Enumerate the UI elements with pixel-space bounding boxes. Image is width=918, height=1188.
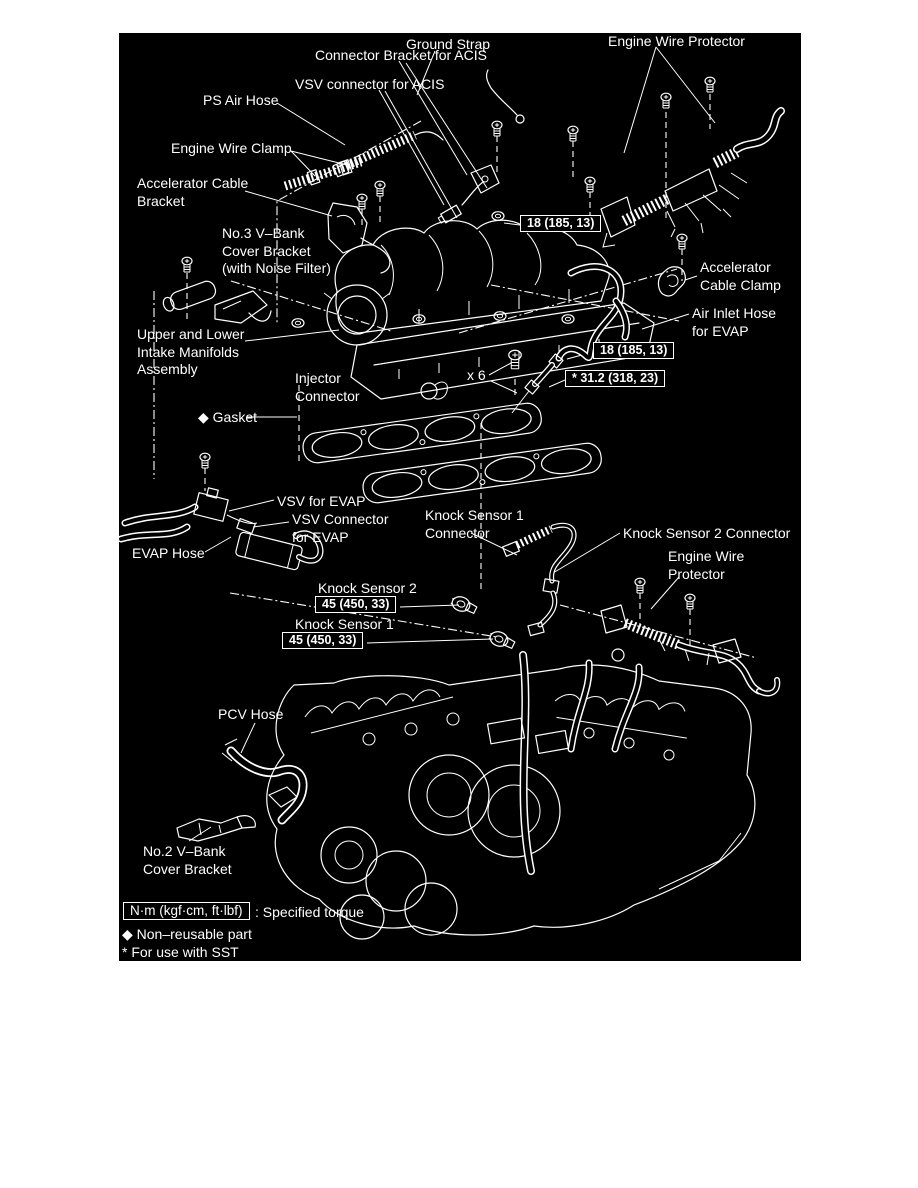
label-knock-sensor-1-connector: Knock Sensor 1 Connector (425, 507, 524, 541)
label-engine-wire-protector-lower: Engine Wire Protector (668, 548, 745, 582)
label-engine-wire-clamp: Engine Wire Clamp (171, 140, 292, 156)
label-air-inlet-hose-for-evap: Air Inlet Hose for EVAP (692, 305, 777, 339)
acis-connector-bracket-drawing (462, 165, 499, 205)
diagram-line-art (119, 33, 801, 961)
ground-strap-drawing (487, 70, 524, 123)
engine-wire-protector-top-drawing (601, 111, 781, 247)
label-pcv-hose: PCV Hose (218, 706, 284, 722)
engine-block-drawing (267, 649, 755, 939)
label-vsv-connector-for-evap: VSV Connector for EVAP (292, 511, 389, 545)
legend-torque-unit-box: N·m (kgf·cm, ft·lbf) (123, 902, 250, 920)
label-ps-air-hose: PS Air Hose (203, 92, 279, 108)
evap-vsv-assembly-drawing (121, 486, 321, 570)
torque-box-knock-sensor-1: 45 (450, 33) (282, 632, 364, 649)
label-knock-sensor-2: Knock Sensor 2 (318, 580, 417, 596)
accelerator-cable-bracket-drawing (328, 203, 390, 273)
label-engine-wire-protector-top: Engine Wire Protector (608, 33, 745, 49)
label-no2-v-bank-cover-bracket: No.2 V–Bank Cover Bracket (143, 843, 232, 877)
label-connector-bracket-for-acis: Connector Bracket for ACIS (315, 47, 487, 63)
label-evap-hose: EVAP Hose (132, 545, 205, 561)
torque-box-evap-union: * 31.2 (318, 23) (565, 370, 666, 387)
torque-box-knock-sensor-2: 45 (450, 33) (315, 596, 397, 613)
ps-air-hose-drawing (333, 132, 443, 177)
no3-v-bank-cover-bracket-drawing (161, 279, 271, 323)
label-no3-v-bank-cover-bracket: No.3 V–Bank Cover Bracket (with Noise Fi… (222, 225, 331, 277)
engine-wire-clamp-drawing (285, 160, 361, 186)
label-ground-strap: Ground Strap (406, 36, 491, 52)
torque-box-air-inlet: 18 (185, 13) (593, 342, 675, 359)
engine-intake-diagram: Connector Bracket for ACIS Ground Strap … (119, 33, 801, 961)
torque-box-manifold: 18 (185, 13) (520, 215, 602, 232)
injector-connector-drawing (421, 382, 447, 399)
label-accelerator-cable-bracket: Accelerator Cable Bracket (137, 175, 249, 209)
label-accelerator-cable-clamp: Accelerator Cable Clamp (700, 259, 781, 293)
knock-sensor-wire-drawings (503, 525, 574, 635)
accelerator-cable-clamp-drawing (658, 267, 685, 296)
label-gasket: ◆ Gasket (198, 409, 258, 425)
legend-torque-note: : Specified torque (255, 904, 364, 920)
label-injector-quantity: x 6 (467, 367, 486, 383)
air-inlet-hose-evap-drawing (512, 267, 627, 413)
gasket-drawings (301, 401, 603, 504)
engine-wire-protector-lower-drawing (601, 605, 777, 693)
legend-sst-note: * For use with SST (122, 944, 239, 960)
label-knock-sensor-1: Knock Sensor 1 (295, 616, 394, 632)
legend-non-reusable-note: ◆ Non–reusable part (122, 926, 252, 942)
label-injector-connector: Injector Connector (295, 370, 360, 404)
no2-v-bank-cover-bracket-drawing (177, 816, 255, 841)
label-vsv-connector-for-acis: VSV connector for ACIS (295, 76, 445, 92)
label-knock-sensor-2-connector: Knock Sensor 2 Connector (623, 525, 791, 541)
label-upper-lower-intake-manifolds: Upper and Lower Intake Manifolds Assembl… (137, 326, 245, 378)
label-vsv-for-evap: VSV for EVAP (277, 493, 366, 509)
assembly-dash-lines (154, 94, 757, 658)
pcv-hose-drawing (222, 739, 303, 820)
knock-sensor-drawings (448, 593, 517, 652)
